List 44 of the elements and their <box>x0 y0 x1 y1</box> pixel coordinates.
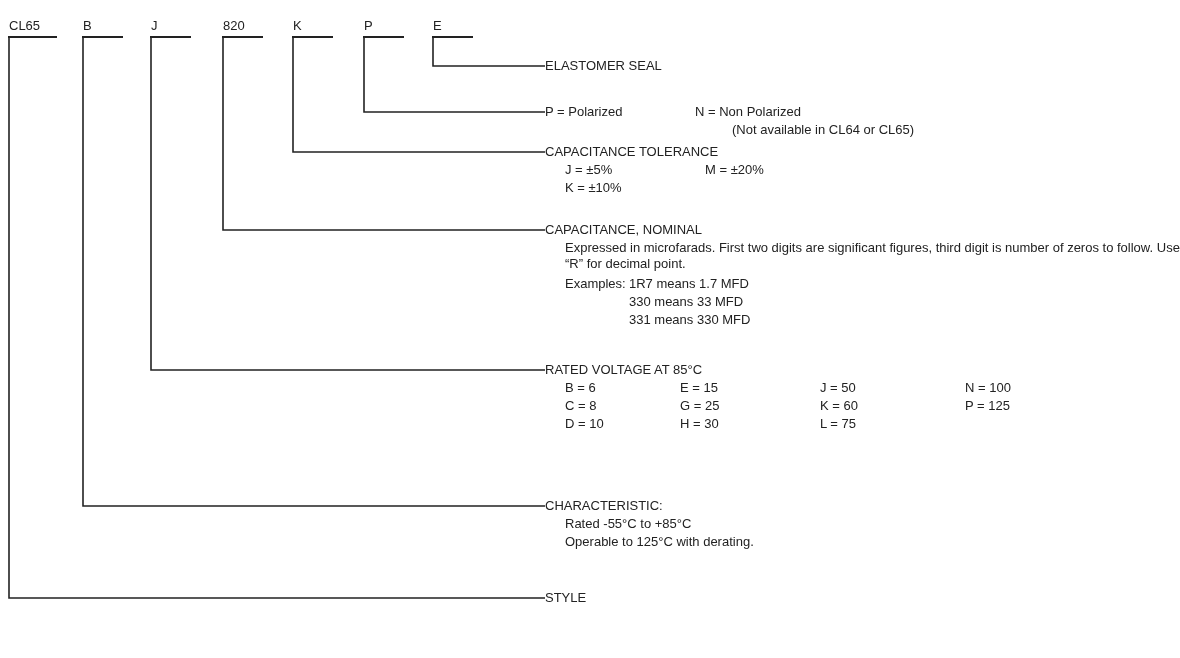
leader-line <box>363 37 546 113</box>
leader-line <box>292 37 546 153</box>
option-text: L = 75 <box>820 416 857 432</box>
code-segment: K <box>292 18 333 38</box>
leader-line <box>150 37 546 371</box>
code-segment: B <box>82 18 123 38</box>
example-text: 330 means 33 MFD <box>629 294 744 310</box>
option-text: J = ±5% <box>565 162 613 178</box>
description-text: Rated -55°C to +85°C <box>565 516 692 532</box>
section-heading: CAPACITANCE, NOMINAL <box>545 222 702 238</box>
code-segment: E <box>432 18 473 38</box>
option-text: J = 50 <box>820 380 856 396</box>
option-text: C = 8 <box>565 398 597 414</box>
leader-line <box>8 37 546 599</box>
section-heading: CHARACTERISTIC: <box>545 498 663 514</box>
code-segment: P <box>363 18 404 38</box>
description-paragraph: Expressed in microfarads. First two digits are significant figures, third digit is number of zeros to follow. Use “R” for decimal point. <box>565 240 1180 272</box>
option-text: P = Polarized <box>545 104 623 120</box>
option-text: G = 25 <box>680 398 720 414</box>
description-text: Operable to 125°C with derating. <box>565 534 754 550</box>
option-text: N = 100 <box>965 380 1011 396</box>
option-text: K = ±10% <box>565 180 622 196</box>
example-text: 331 means 330 MFD <box>629 312 751 328</box>
option-text: B = 6 <box>565 380 596 396</box>
option-text: E = 15 <box>680 380 718 396</box>
part-description: ELASTOMER SEAL <box>545 58 662 74</box>
option-text: M = ±20% <box>705 162 764 178</box>
example-text: 1R7 means 1.7 MFD <box>629 276 749 292</box>
code-segment: J <box>150 18 191 38</box>
note-text: (Not available in CL64 or CL65) <box>732 122 915 138</box>
option-text: K = 60 <box>820 398 858 414</box>
leader-line <box>222 37 546 231</box>
leader-line <box>82 37 546 507</box>
code-segment: 820 <box>222 18 263 38</box>
option-text: P = 125 <box>965 398 1010 414</box>
section-heading: RATED VOLTAGE AT 85°C <box>545 362 703 378</box>
examples-label: Examples: <box>565 276 626 292</box>
code-segment: CL65 <box>8 18 57 38</box>
part-description: STYLE <box>545 590 587 606</box>
option-text: H = 30 <box>680 416 719 432</box>
option-text: D = 10 <box>565 416 604 432</box>
option-text: N = Non Polarized <box>695 104 801 120</box>
leader-line <box>432 37 546 67</box>
section-heading: CAPACITANCE TOLERANCE <box>545 144 719 160</box>
